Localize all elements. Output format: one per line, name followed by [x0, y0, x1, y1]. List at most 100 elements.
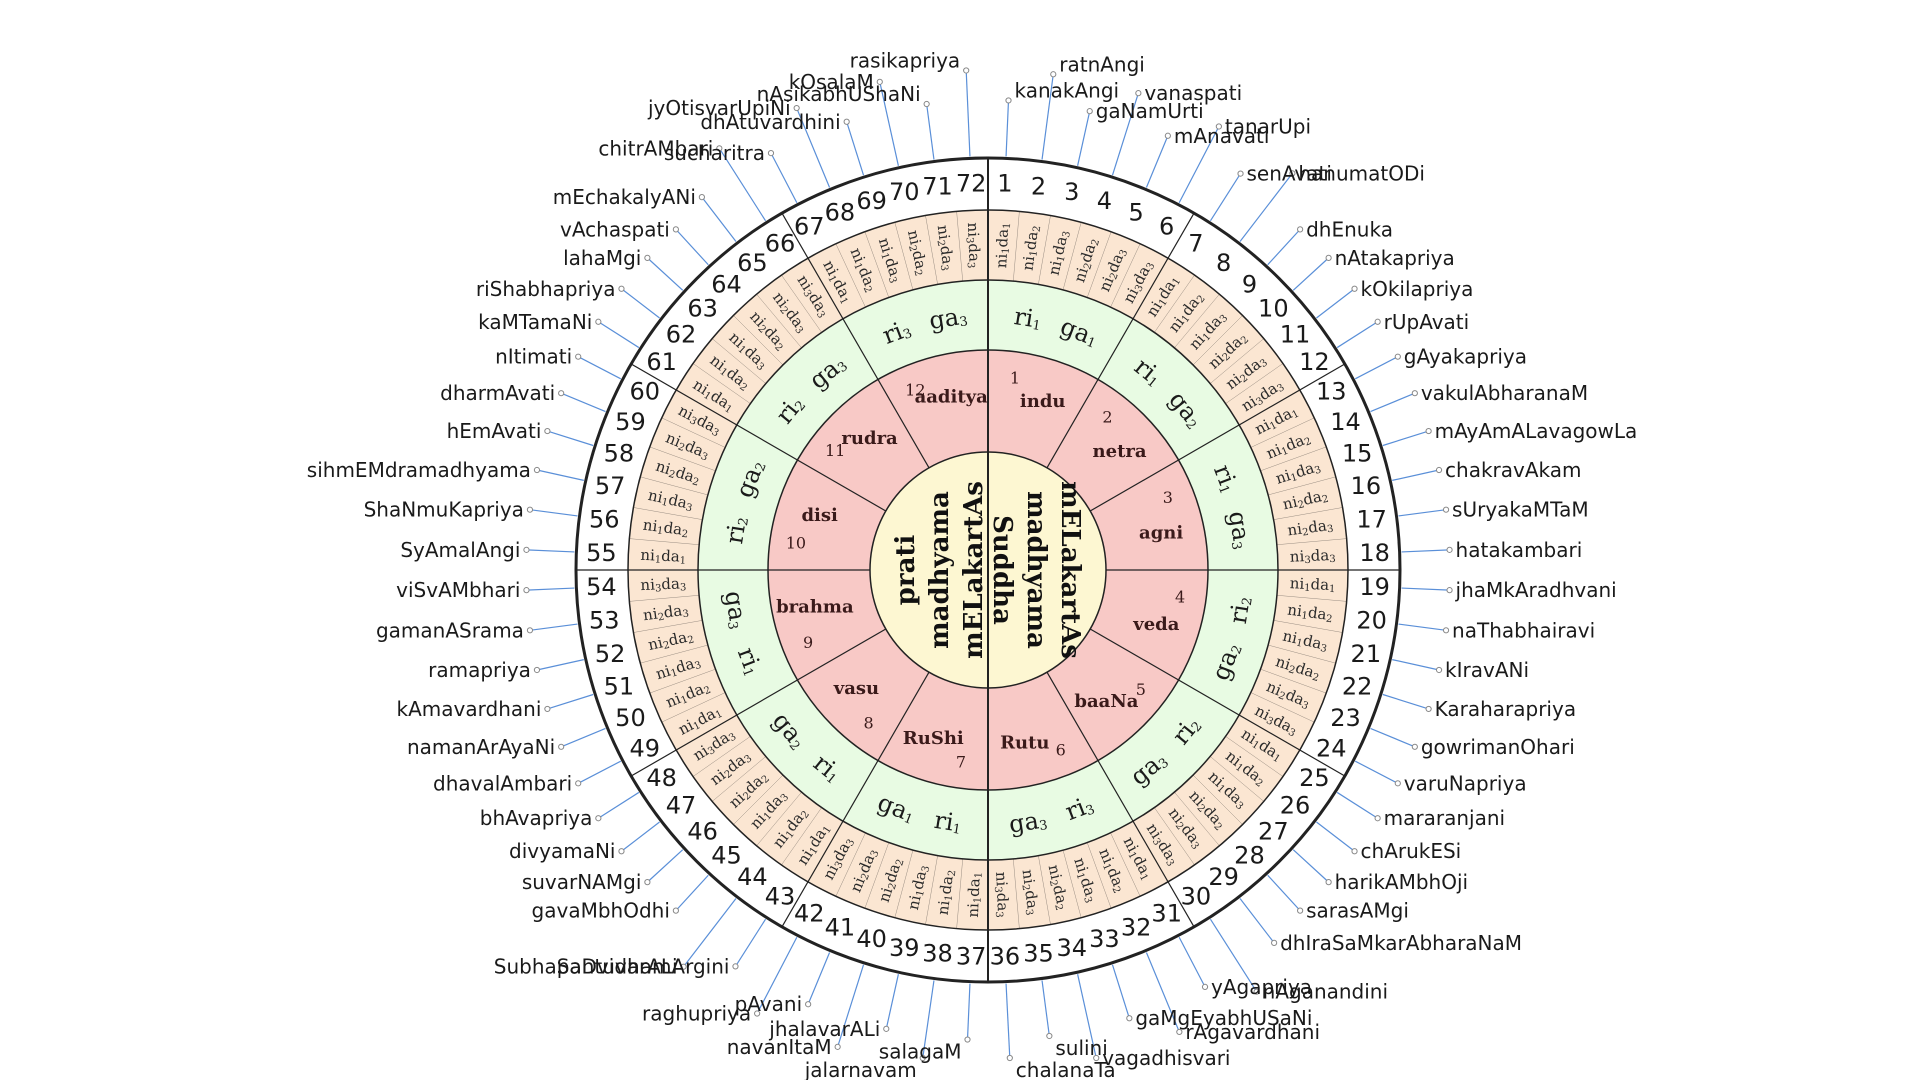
raga-name: Karaharapriya	[1435, 697, 1576, 721]
raga-name: rasikapriya	[850, 48, 961, 72]
raga-leader	[922, 980, 935, 1059]
ni-da-label: ni1da2	[1019, 224, 1043, 272]
mela-boundary	[925, 215, 938, 285]
mela-boundary	[633, 620, 703, 633]
mela-number: 64	[711, 271, 742, 299]
mela-boundary	[781, 807, 822, 866]
raga-marker	[964, 1036, 971, 1043]
mela-number: 54	[586, 573, 617, 601]
mela-boundary	[1038, 215, 1051, 285]
mela-number: 66	[765, 230, 796, 258]
mela-boundary	[1276, 538, 1347, 545]
mela-number: 1	[997, 169, 1012, 197]
raga-leader	[1392, 469, 1440, 481]
raga-leader	[807, 952, 831, 1005]
mela-number: 16	[1351, 472, 1382, 500]
mela-number: 38	[922, 940, 953, 968]
mela-boundary	[1174, 294, 1220, 349]
ni-da-label: ni1da3	[904, 863, 932, 912]
ni-da-label: ni3da3	[992, 871, 1012, 918]
mela-boundary	[692, 736, 751, 777]
raga-marker	[1435, 466, 1443, 474]
center-left-line-3: mELakartAs	[959, 481, 989, 659]
raga-marker	[1215, 123, 1222, 130]
mela-boundary	[712, 338, 767, 384]
raga-name: sUryakaMTaM	[1452, 498, 1589, 522]
mela-number: 72	[956, 169, 987, 197]
raga-marker	[1289, 170, 1296, 177]
raga-name: ramapriya	[428, 658, 531, 682]
raga-leader	[560, 392, 606, 413]
raga-name: dhavalAmbari	[433, 771, 572, 795]
raga-leader	[621, 821, 660, 852]
mela-boundary	[1209, 756, 1264, 802]
mela-number: 40	[856, 925, 887, 953]
ri-label: ri1	[932, 806, 963, 838]
ni-da-label: ni3da3	[640, 574, 687, 594]
raga-leader	[1392, 659, 1440, 671]
raga-marker	[1442, 627, 1450, 634]
raga-name: chitrAMbari	[598, 136, 713, 160]
mela-number: 36	[990, 943, 1021, 971]
raga-marker	[1297, 226, 1304, 233]
mela-boundary	[1225, 736, 1284, 777]
raga-name: hEmAvati	[447, 419, 542, 443]
mela-boundary	[649, 668, 716, 694]
raga-name: namanArAyaNi	[407, 735, 555, 759]
raga-marker	[680, 963, 687, 970]
mela-boundary	[956, 211, 963, 282]
mela-number: 59	[615, 408, 646, 436]
ni-da-label: ni2da3	[642, 601, 690, 625]
ni-da-label: ni2da2	[875, 855, 906, 904]
raga-leader	[1239, 172, 1293, 242]
raga-name: dharmAvati	[440, 381, 555, 405]
mela-boundary	[1132, 258, 1169, 319]
chakra-number: 8	[863, 713, 873, 732]
mela-boundary	[894, 222, 914, 290]
raga-leader	[1041, 74, 1054, 160]
raga-name: sihmEMdramadhyama	[307, 458, 531, 482]
ni-da-label: ni1da3	[1070, 855, 1101, 904]
raga-name: naThabhairavi	[1452, 618, 1595, 642]
raga-marker	[805, 1001, 812, 1008]
raga-leader	[1077, 111, 1091, 166]
raga-marker	[1325, 254, 1332, 261]
raga-marker	[533, 466, 541, 474]
raga-leader	[1370, 727, 1416, 748]
raga-name: dhEnuka	[1306, 217, 1393, 241]
ni-da-label: ni1da2	[1286, 601, 1334, 625]
ni-da-label: ni1da2	[846, 245, 881, 294]
mela-number: 11	[1280, 320, 1311, 348]
raga-name: hatakambari	[1456, 538, 1583, 562]
mela-number: 2	[1031, 172, 1046, 200]
ni-da-label: ni3da3	[1289, 546, 1336, 566]
raga-name: riShabhapriya	[476, 277, 616, 301]
raga-name: sarasAMgi	[1306, 899, 1409, 923]
raga-name: kIravANi	[1445, 658, 1529, 682]
ni-da-label: ni1da2	[1264, 429, 1313, 464]
raga-marker	[1005, 97, 1012, 104]
raga-marker	[1135, 90, 1142, 97]
mela-number: 18	[1359, 539, 1390, 567]
center-right-line-1: Suddha	[987, 515, 1017, 625]
chakra-boundary	[1089, 363, 1346, 512]
mela-boundary	[1062, 222, 1082, 290]
raga-marker	[618, 848, 625, 855]
raga-leader	[1354, 356, 1399, 380]
mela-number: 49	[629, 735, 660, 763]
raga-name: gaMgEyabhUSaNi	[1135, 1006, 1312, 1030]
mela-number: 23	[1330, 704, 1361, 732]
raga-name: kOkilapriya	[1361, 277, 1474, 301]
raga-name: rAgavardhani	[1185, 1020, 1320, 1044]
mela-number: 63	[687, 295, 718, 323]
ni-da-label: ni2da3	[1164, 804, 1207, 852]
mela-boundary	[864, 842, 890, 909]
raga-name: nAganandini	[1263, 980, 1388, 1004]
mela-boundary	[1038, 855, 1051, 925]
ni-da-label: ni3da3	[963, 222, 983, 269]
raga-leader	[1401, 549, 1450, 553]
raga-marker	[1425, 705, 1432, 713]
raga-marker	[575, 353, 582, 360]
mela-boundary	[633, 507, 703, 520]
mela-number: 48	[646, 764, 677, 792]
